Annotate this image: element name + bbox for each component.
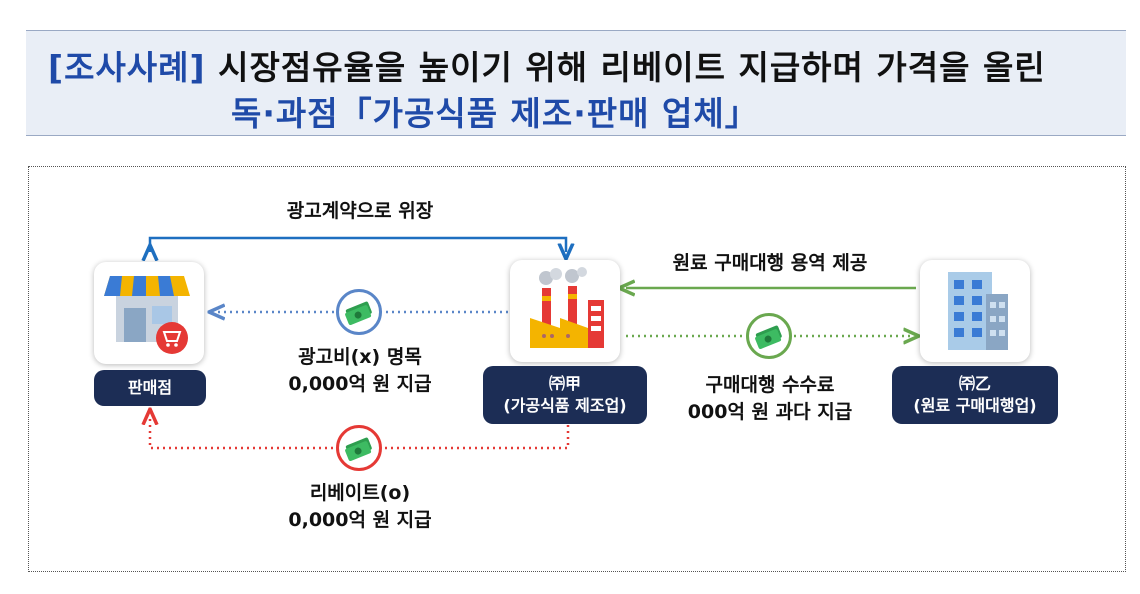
office-building-icon [948,272,1008,350]
rebate-label: 리베이트(o) 0,000억 원 지급 [240,480,480,534]
company-b-name: ㈜乙 [958,374,991,393]
rebate-line-1: 리베이트(o) [309,482,411,504]
building-card [920,260,1030,362]
ad-fee-label: 광고비(x) 명목 0,000억 원 지급 [240,344,480,398]
title-line-1: [조사사례] 시장점유율을 높이기 위해 리베이트 지급하며 가격을 올린 [48,41,1046,89]
money-icon [336,425,382,471]
ad-contract-arrow [150,236,566,252]
ad-fee-line-2: 0,000억 원 지급 [288,373,432,395]
factory-icon [530,267,604,348]
commission-label: 구매대행 수수료 000억 원 과다 지급 [650,372,890,426]
company-b-type: (원료 구매대행업) [913,396,1037,415]
company-b-label: ㈜乙 (원료 구매대행업) [892,366,1058,424]
rebate-arrow [150,416,570,450]
store-card [94,262,204,364]
factory-card [510,260,620,362]
store-icon [104,276,190,354]
rebate-line-2: 0,000억 원 지급 [288,509,432,531]
money-icon [336,289,382,335]
title-tag: [조사사례] [48,48,206,87]
company-a-name: ㈜甲 [548,374,581,393]
diagram-frame [28,166,1126,572]
title-line-1-text: 시장점유율을 높이기 위해 리베이트 지급하며 가격을 올린 [218,48,1046,87]
commission-line-2: 000억 원 과다 지급 [687,401,853,423]
title-line-2: 독·과점「가공식품 제조·판매 업체」 [231,94,759,133]
ad-fee-line-1: 광고비(x) 명목 [298,346,422,368]
store-label: 판매점 [94,370,206,406]
commission-line-1: 구매대행 수수료 [705,374,835,396]
title-banner: [조사사례] 시장점유율을 높이기 위해 리베이트 지급하며 가격을 올린 독·… [26,30,1126,136]
company-a-label: ㈜甲 (가공식품 제조업) [483,366,647,424]
money-icon [746,313,792,359]
company-a-type: (가공식품 제조업) [503,396,627,415]
ad-contract-label: 광고계약으로 위장 [286,200,434,222]
purchase-service-label: 원료 구매대행 용역 제공 [672,252,868,274]
